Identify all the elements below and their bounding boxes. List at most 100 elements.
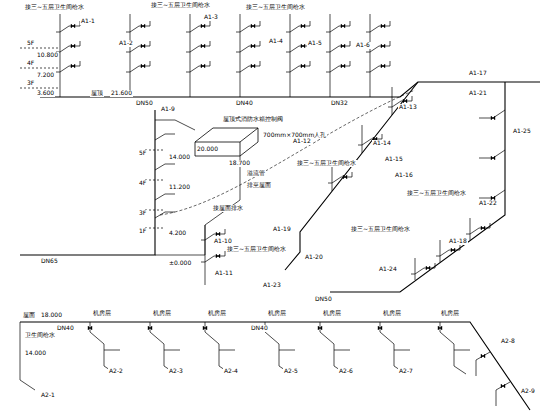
branch-pipe: [130, 61, 150, 72]
pipe-label: A2-6: [338, 368, 354, 375]
pipe-label: 4.200: [168, 230, 187, 237]
valve-symbol: [318, 326, 322, 330]
pipe-label: A1-4: [268, 38, 284, 45]
branch-pipe: [370, 14, 371, 97]
pipe-label: A1-18: [448, 238, 468, 245]
valve-symbol: [201, 44, 205, 48]
valve-symbol: [203, 326, 207, 330]
valve-symbol: [71, 44, 75, 48]
valve-symbol: [501, 384, 505, 388]
pipe-label: 20.000: [196, 146, 219, 153]
pipe-label: 机房层: [92, 310, 112, 317]
branch-pipe: [326, 52, 330, 53]
branch-pipe: [362, 125, 363, 153]
pipe-label: A1-20: [304, 254, 324, 261]
pipe-label: 接屋面排水: [212, 205, 244, 212]
branch-pipe: [155, 120, 195, 130]
pipe-label: 3.600: [36, 90, 55, 97]
valve-symbol: [403, 99, 407, 103]
pipe-label: A1-12: [292, 138, 312, 145]
branch-pipe: [332, 163, 333, 191]
branch-pipe: [186, 52, 190, 53]
branch-pipe: [330, 14, 331, 97]
branch-pipe: [130, 14, 131, 97]
valve-symbol: [216, 254, 220, 258]
pipe-label: 溢流管: [246, 170, 266, 177]
branch-pipe: [155, 134, 175, 140]
dashed-route: [160, 90, 415, 215]
main-pipe: [330, 82, 505, 292]
branch-pipe: [330, 41, 350, 52]
pipe-label: ±0.000: [168, 260, 192, 267]
pipe-label: 卫生间给水: [24, 332, 56, 339]
pipe-label: 5F: [138, 150, 147, 157]
pipe-label: 10.800: [36, 52, 59, 59]
valve-symbol: [381, 24, 385, 28]
pipe-label: A1-5: [307, 40, 323, 47]
pipe-label: 18.000: [40, 312, 63, 319]
branch-pipe: [145, 180, 165, 181]
valve-symbol: [481, 354, 485, 358]
branch-pipe: [130, 21, 150, 32]
valve-symbol: [341, 24, 345, 28]
branch-pipe: [104, 350, 120, 351]
branch-pipe: [392, 87, 393, 115]
pipe-label: A1-13: [398, 104, 418, 111]
valve-symbol: [491, 116, 495, 120]
branch-pipe: [155, 194, 175, 200]
pipe-label: A2-3: [168, 368, 184, 375]
valve-symbol: [301, 44, 305, 48]
pipe-label: A2-4: [223, 368, 239, 375]
branch-pipe: [440, 240, 441, 262]
valve-symbol: [381, 64, 385, 68]
branch-pipe: [388, 107, 392, 108]
pipe-label: DN40: [235, 100, 254, 107]
pipe-label: A1-24: [378, 266, 398, 273]
pipe-label: 机房层: [440, 310, 460, 317]
branch-pipe: [326, 32, 330, 33]
branch-pipe: [454, 350, 470, 351]
valve-symbol: [71, 64, 75, 68]
valve-symbol: [201, 64, 205, 68]
branch-pipe: [366, 52, 370, 53]
pipe-label: A1-17: [468, 70, 488, 77]
pipe-label: 4F: [138, 180, 147, 187]
branch-pipe: [205, 251, 225, 262]
valve-symbol: [141, 44, 145, 48]
pipe-label: A1-3: [203, 14, 219, 21]
branch-pipe: [150, 322, 176, 374]
pipe-label: A1-9: [160, 106, 176, 113]
water-tank: [195, 128, 258, 156]
branch-pipe: [145, 150, 165, 151]
branch-pipe: [436, 256, 440, 257]
pipe-label: 屋顶式消防水箱控制阀: [222, 116, 284, 123]
pipe-label: 接三~五层卫生间给水: [296, 160, 357, 167]
pipe-label: 4F: [26, 60, 35, 67]
pipe-label: DN50: [314, 296, 333, 303]
branch-pipe: [470, 218, 471, 240]
branch-pipe: [320, 322, 346, 374]
branch-pipe: [265, 322, 291, 374]
pipe-label: A1-2: [118, 40, 134, 47]
pipe-label: 7.200: [36, 72, 55, 79]
branch-pipe: [186, 32, 190, 33]
branch-pipe: [411, 274, 415, 275]
pipe-label: A1-23: [262, 282, 282, 289]
pipe-label: A1-21: [468, 90, 488, 97]
branch-pipe: [126, 72, 130, 73]
branch-pipe: [326, 72, 330, 73]
pipe-label: 18.700: [228, 160, 251, 167]
pipe-label: 接三~五层卫生间给水: [406, 190, 467, 197]
branch-pipe: [56, 32, 60, 33]
pipe-label: 接三~五层卫生间给水: [245, 4, 306, 11]
valve-symbol: [378, 326, 382, 330]
valve-symbol: [216, 232, 220, 236]
valve-symbol: [141, 64, 145, 68]
branch-pipe: [236, 52, 240, 53]
pipe-label: 机房层: [322, 310, 342, 317]
branch-pipe: [190, 61, 210, 72]
pipe-label: 屋顶: [90, 90, 104, 97]
branch-pipe: [476, 352, 490, 376]
valve-symbol: [451, 248, 455, 252]
pipe-label: A2-9: [520, 388, 536, 395]
